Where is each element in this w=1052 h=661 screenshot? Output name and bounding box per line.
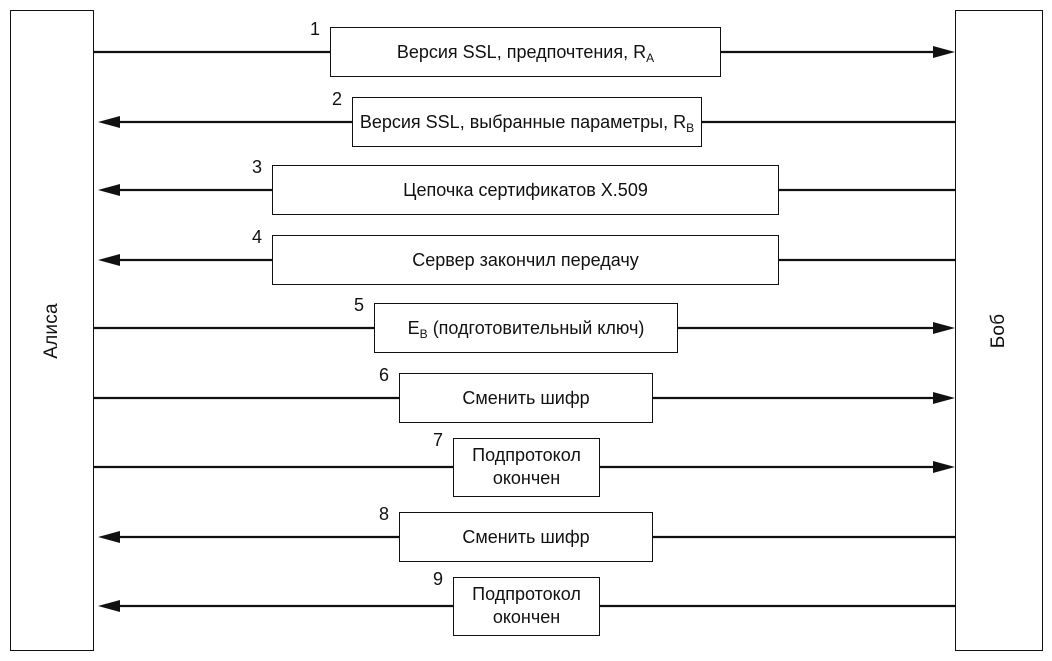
message-2-box: Версия SSL, выбранные параметры, RB	[352, 97, 702, 147]
message-1-number: 1	[310, 19, 321, 39]
message-5-label: EB (подготовительный ключ)	[407, 317, 645, 341]
message-8-label: Сменить шифр	[462, 526, 590, 547]
message-2-label: Версия SSL, выбранные параметры, RB	[359, 111, 695, 135]
party-bob-box: Боб	[955, 10, 1043, 651]
arrowhead-3-icon	[98, 184, 120, 196]
message-1-box: Версия SSL, предпочтения, RA	[330, 27, 721, 77]
message-3-box: Цепочка сертификатов X.509	[272, 165, 779, 215]
party-bob-label: Боб	[988, 313, 1009, 348]
message-8-box: Сменить шифр	[399, 512, 653, 562]
message-9-box: Подпротокол окончен	[453, 576, 600, 636]
arrowhead-5-icon	[933, 322, 955, 334]
arrowhead-4-icon	[98, 254, 120, 266]
message-2-number: 2	[332, 89, 343, 109]
party-alice-label: Алиса	[41, 302, 62, 359]
message-6-number: 6	[379, 365, 390, 385]
message-5-box: EB (подготовительный ключ)	[374, 303, 678, 353]
message-3-label: Цепочка сертификатов X.509	[403, 179, 648, 200]
arrowhead-6-icon	[933, 392, 955, 404]
message-7-number: 7	[433, 429, 444, 450]
message-2-subscript: B	[686, 120, 695, 135]
arrowhead-8-icon	[98, 531, 120, 543]
message-9-number: 9	[433, 568, 444, 589]
message-4-number: 4	[252, 227, 263, 247]
party-alice-box: Алиса	[10, 10, 94, 651]
message-1-label: Версия SSL, предпочтения, RA	[396, 41, 655, 65]
message-7-label: Подпротокол окончен	[472, 445, 581, 488]
message-5-subscript: B	[419, 326, 428, 341]
message-4-label: Сервер закончил передачу	[412, 249, 639, 270]
arrowhead-2-icon	[98, 116, 120, 128]
message-7-box: Подпротокол окончен	[453, 437, 600, 497]
arrowhead-9-icon	[98, 600, 120, 612]
arrowhead-1-icon	[933, 46, 955, 58]
message-5-number: 5	[354, 295, 365, 315]
message-4-box: Сервер закончил передачу	[272, 235, 779, 285]
message-1-subscript: A	[646, 50, 655, 65]
message-6-box: Сменить шифр	[399, 373, 653, 423]
arrowhead-7-icon	[933, 461, 955, 473]
message-3-number: 3	[252, 157, 263, 177]
message-8-number: 8	[379, 504, 390, 524]
message-9-label: Подпротокол окончен	[472, 584, 581, 627]
message-6-label: Сменить шифр	[462, 387, 590, 408]
